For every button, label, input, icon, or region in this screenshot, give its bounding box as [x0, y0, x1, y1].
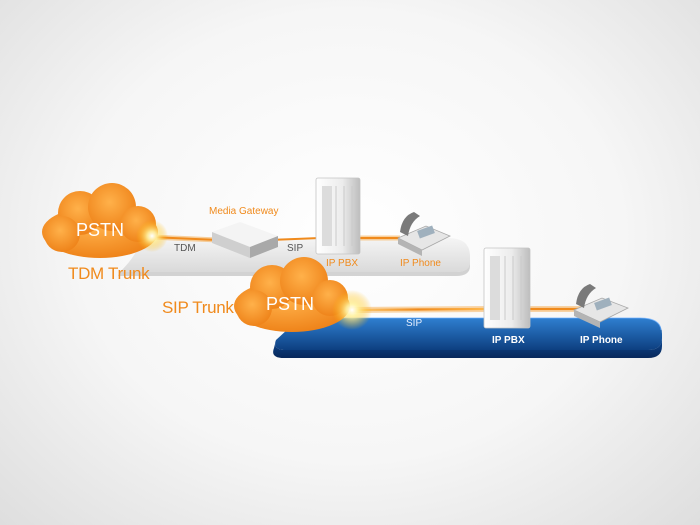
pstn-label-bottom: PSTN [265, 294, 314, 314]
sip-link-label-top: SIP [287, 243, 304, 254]
ip-pbx-tower-bottom [483, 247, 531, 329]
tdm-link-label: TDM [174, 243, 196, 254]
flare-bottom [332, 290, 372, 330]
sip-platform [273, 317, 662, 358]
tdm-platform [118, 238, 470, 276]
sip-trunk-label: SIP Trunk [162, 298, 234, 317]
sip-link-label-bottom: SIP [406, 318, 423, 329]
ip-pbx-tower-top [315, 177, 361, 255]
pstn-label-top: PSTN [75, 220, 124, 240]
media-gateway-device [212, 222, 278, 258]
ip-phone-bottom [573, 284, 629, 328]
flare-top [136, 220, 168, 252]
tdm-trunk-label: TDM Trunk [68, 264, 150, 283]
ip-phone-label-bottom: IP Phone [580, 335, 623, 346]
ip-pbx-label-bottom: IP PBX [492, 335, 525, 346]
ip-phone-label-top: IP Phone [400, 258, 441, 269]
sip-link-lines [349, 306, 584, 313]
ip-pbx-label-top: IP PBX [326, 258, 359, 269]
pstn-cloud-bottom [234, 257, 350, 332]
media-gateway-label: Media Gateway [209, 206, 279, 217]
ip-phone-top [397, 212, 451, 256]
